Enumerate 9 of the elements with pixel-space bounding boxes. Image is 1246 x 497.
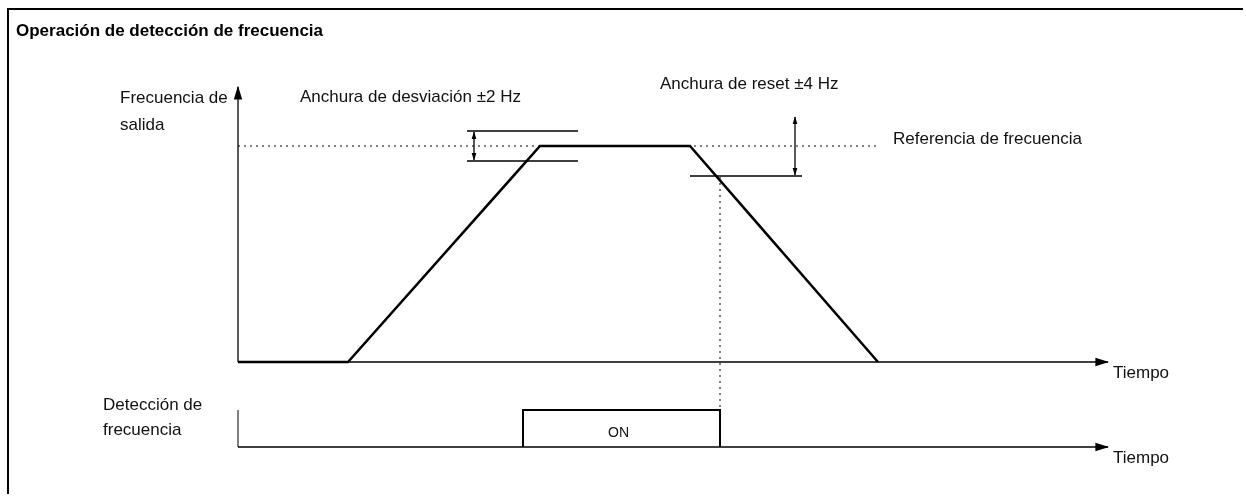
annotation: Anchura de reset ±4 Hz bbox=[660, 73, 839, 95]
axis-title: Frecuencia de salida bbox=[120, 87, 229, 136]
annotation: Referencia de frecuencia bbox=[893, 128, 1082, 150]
axis-label: Tiempo bbox=[1113, 362, 1170, 384]
title: Operación de detección de frecuencia bbox=[16, 21, 324, 41]
state-label: ON bbox=[608, 423, 629, 442]
axis-label: Tiempo bbox=[1113, 447, 1170, 469]
axis-title: Detección de frecuencia bbox=[103, 394, 204, 441]
annotation: Anchura de desviación ±2 Hz bbox=[300, 86, 521, 108]
